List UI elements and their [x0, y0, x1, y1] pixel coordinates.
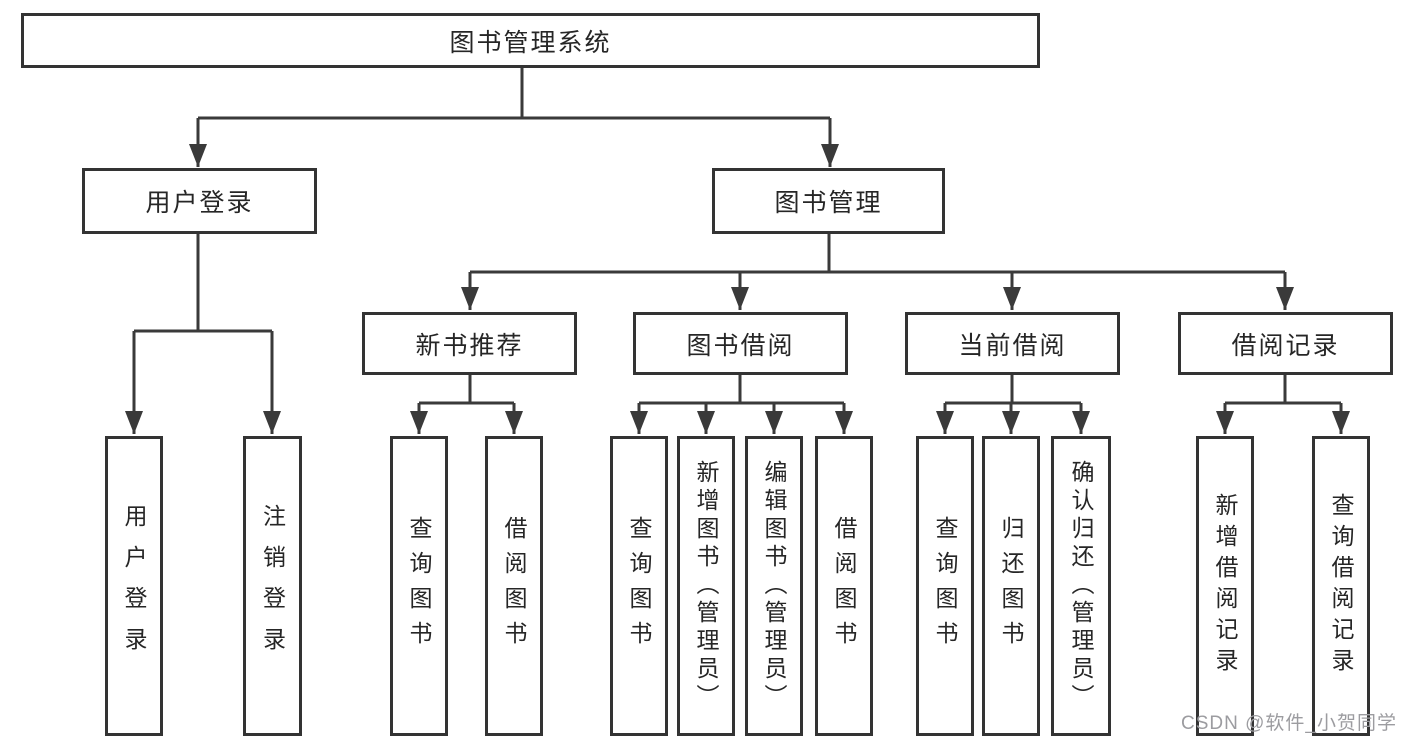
leaf-current-return-books: 归还图书 [982, 436, 1040, 736]
leaf-current-query-books-label: 查询图书 [932, 516, 958, 656]
leaf-newbook-query-books-label: 查询图书 [406, 516, 432, 656]
node-current-borrowing: 当前借阅 [905, 312, 1120, 375]
leaf-borrowing-query-books-label: 查询图书 [626, 516, 652, 656]
leaf-logout-label: 注销登录 [259, 504, 286, 668]
leaf-current-confirm-return-admin-label: 确认归还（管理员） [1068, 460, 1094, 712]
node-book-management: 图书管理 [712, 168, 945, 234]
leaf-borrowing-add-books-admin-label: 新增图书（管理员） [693, 460, 719, 712]
leaf-records-add-record-label: 新增借阅记录 [1212, 493, 1238, 679]
node-book-management-label: 图书管理 [774, 189, 883, 217]
leaf-newbook-borrow-books: 借阅图书 [485, 436, 543, 736]
leaf-logout: 注销登录 [243, 436, 302, 736]
node-book-borrowing: 图书借阅 [633, 312, 848, 375]
leaf-user-login-label: 用户登录 [121, 504, 147, 668]
leaf-current-return-books-label: 归还图书 [998, 516, 1024, 656]
node-root: 图书管理系统 [21, 13, 1040, 68]
node-borrow-records: 借阅记录 [1178, 312, 1393, 375]
leaf-borrowing-borrow-books: 借阅图书 [815, 436, 873, 736]
leaf-newbook-borrow-books-label: 借阅图书 [501, 516, 527, 656]
node-book-borrowing-label: 图书借阅 [686, 331, 795, 360]
connector-root-to-level1 [189, 68, 839, 167]
connector-records-to-leaves [1216, 375, 1350, 434]
leaf-borrowing-add-books-admin: 新增图书（管理员） [677, 436, 735, 736]
node-root-label: 图书管理系统 [449, 28, 612, 57]
node-user-login: 用户登录 [82, 168, 317, 234]
node-new-book-recommend-label: 新书推荐 [415, 331, 524, 360]
leaf-borrowing-edit-books-admin-label: 编辑图书（管理员） [761, 460, 787, 712]
leaf-user-login: 用户登录 [105, 436, 163, 736]
connector-login-to-leaves [125, 234, 281, 434]
leaf-borrowing-borrow-books-label: 借阅图书 [831, 516, 857, 656]
connector-borrowing-to-leaves [630, 375, 853, 434]
connector-current-to-leaves [936, 375, 1090, 434]
leaf-borrowing-edit-books-admin: 编辑图书（管理员） [745, 436, 803, 736]
leaf-current-query-books: 查询图书 [916, 436, 974, 736]
node-borrow-records-label: 借阅记录 [1231, 331, 1340, 360]
node-current-borrowing-label: 当前借阅 [958, 331, 1067, 360]
leaf-current-confirm-return-admin: 确认归还（管理员） [1051, 436, 1111, 736]
leaf-borrowing-query-books: 查询图书 [610, 436, 668, 736]
leaf-records-query-record: 查询借阅记录 [1312, 436, 1370, 736]
watermark: CSDN @软件_小贺同学 [1181, 713, 1397, 734]
leaf-records-query-record-label: 查询借阅记录 [1328, 493, 1354, 679]
connector-newbook-to-leaves [410, 375, 523, 434]
leaf-newbook-query-books: 查询图书 [390, 436, 448, 736]
connector-management-to-level2 [461, 234, 1294, 310]
node-new-book-recommend: 新书推荐 [362, 312, 577, 375]
leaf-records-add-record: 新增借阅记录 [1196, 436, 1254, 736]
node-user-login-label: 用户登录 [145, 189, 254, 217]
